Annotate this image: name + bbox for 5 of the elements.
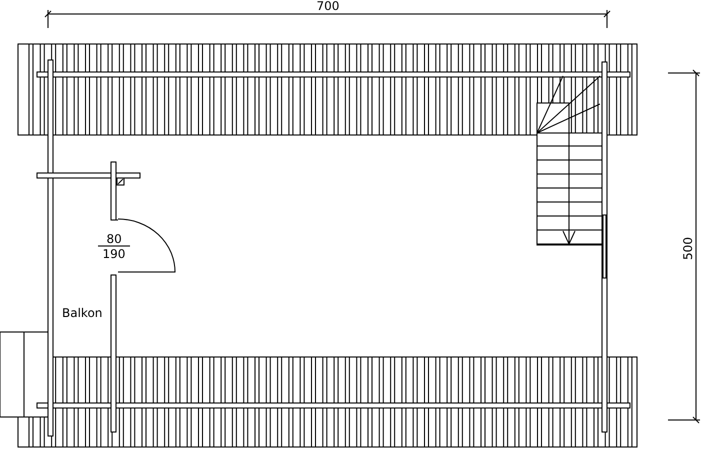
door-height-label: 190	[102, 248, 126, 261]
room-label: Balkon	[62, 307, 102, 320]
dimension-label: 500	[681, 236, 694, 260]
door-width-label: 80	[106, 233, 122, 246]
dimension-label: 700	[316, 0, 340, 13]
